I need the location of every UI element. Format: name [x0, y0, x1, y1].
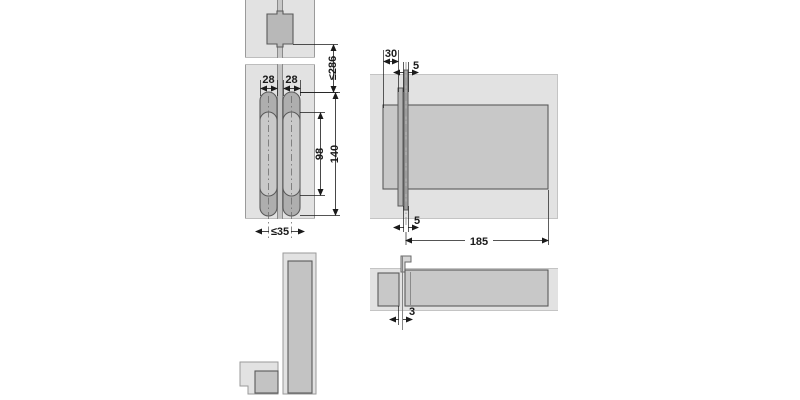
view-hinge-face — [245, 64, 315, 219]
sill-inner-core — [254, 370, 279, 394]
dimension-35: ≤35 — [255, 212, 305, 240]
dimension-3: 3 — [389, 306, 415, 325]
dimension-label-28-right: 28 — [285, 74, 297, 86]
hsec-left-block — [377, 272, 400, 307]
dimension-label-35: ≤35 — [271, 226, 289, 238]
dimension-5-bottom: 5 — [393, 206, 420, 232]
dimension-label-3: 3 — [409, 306, 415, 318]
hinge-body-block — [266, 10, 294, 48]
dimension-label-30: 30 — [385, 48, 397, 60]
dim-label-185-backing — [465, 233, 493, 248]
dimension-140: 140 — [300, 92, 341, 216]
face-center-stile — [277, 64, 283, 219]
dimension-label-185: 185 — [470, 236, 488, 248]
dimension-label-28-left: 28 — [262, 74, 274, 86]
view-hinge-plan-section — [370, 62, 558, 228]
dimension-label-98: 98 — [314, 148, 326, 160]
view-corner-section — [239, 252, 317, 395]
hsec-return-leg — [400, 255, 412, 273]
dimension-label-286: ≤286 — [327, 56, 339, 80]
view-elevation-top-detail — [245, 0, 315, 58]
dimension-label-140: 140 — [329, 145, 341, 163]
door-leaf-slab — [382, 104, 549, 190]
hinge-mounting-plate — [397, 87, 404, 207]
dimension-28-pair: 28 28 — [260, 74, 301, 96]
hsec-long-slab — [404, 269, 549, 307]
dimension-label-5-top: 5 — [413, 60, 419, 72]
view-horizontal-section — [370, 255, 558, 330]
dimension-5-top: 5 — [393, 60, 419, 92]
dimension-label-5-bottom: 5 — [414, 215, 420, 227]
dimension-98: 98 — [300, 112, 326, 196]
jamb-inner-core — [287, 260, 313, 394]
dimension-185: 185 — [405, 190, 549, 248]
